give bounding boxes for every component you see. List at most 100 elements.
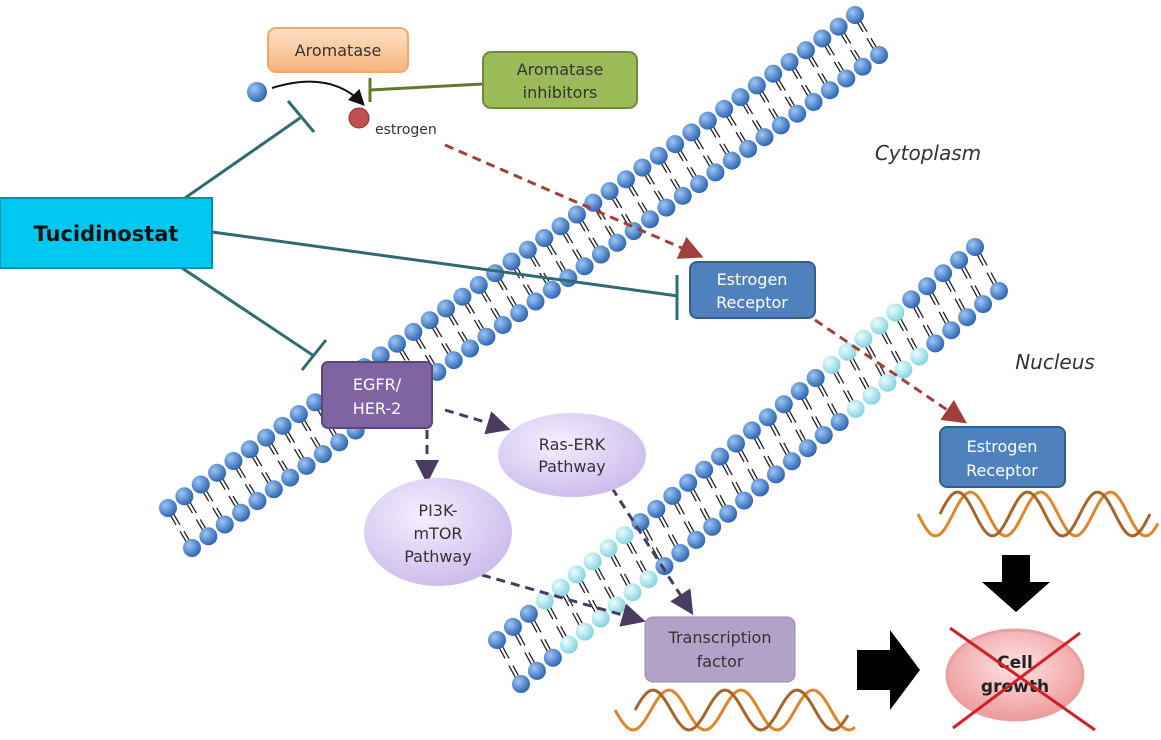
phospholipid-head: [371, 346, 390, 365]
svg-text:Receptor: Receptor: [716, 293, 788, 312]
phospholipid-head: [679, 473, 698, 492]
phospholipid-head: [469, 275, 488, 294]
nuclear-pore-head: [535, 591, 554, 610]
phospholipid-head: [727, 434, 745, 453]
nuclear-membrane: [488, 238, 1008, 693]
phospholipid-head: [837, 69, 856, 88]
phospholipid-head: [273, 416, 292, 435]
phospholipid-head: [297, 456, 316, 475]
nuclear-pore-head: [607, 596, 626, 615]
phospholipid-head: [853, 57, 872, 76]
nuclear-pore-head: [910, 347, 929, 366]
nuclear-pore-head: [567, 565, 586, 584]
phospholipid-head: [830, 413, 849, 431]
dna-strand-upper: [916, 490, 1160, 538]
svg-text:Estrogen: Estrogen: [967, 437, 1038, 456]
nuclear-pore-head: [822, 355, 841, 374]
phospholipid-head: [502, 252, 521, 271]
nuclear-pore-head: [575, 622, 594, 641]
phospholipid-head: [804, 92, 823, 111]
phospholipid-head: [477, 327, 496, 346]
phospholipid-head: [673, 186, 692, 205]
phospholipid-head: [493, 315, 512, 334]
nuclear-pore-head: [862, 386, 881, 405]
phospholipid-head: [584, 193, 603, 212]
dna-strand-lower: [613, 688, 856, 732]
phospholipid-head: [647, 500, 666, 518]
phospholipid-head: [437, 299, 456, 318]
phospholipid-head: [766, 465, 785, 484]
pi3k-mtor-pathway: PI3K- mTOR Pathway: [364, 478, 512, 586]
aromatase-inhibitors-box: Aromatase inhibitors: [482, 51, 638, 109]
svg-text:Tucidinostat: Tucidinostat: [34, 222, 179, 246]
inhibit-aromatase-line: [184, 116, 301, 200]
phospholipid-head: [719, 504, 738, 523]
phospholipid-head: [183, 539, 201, 557]
phospholipid-head: [747, 76, 766, 95]
nuclear-pore-head: [559, 635, 578, 654]
phospholipid-head: [518, 240, 537, 259]
phospholipid-head: [420, 311, 439, 330]
phospholipid-head: [444, 351, 463, 370]
phospholipid-head: [666, 135, 685, 154]
phospholipid-head: [519, 604, 538, 623]
phospholipid-head: [742, 421, 761, 440]
estrogen-molecule: [348, 107, 370, 129]
phospholipid-head: [199, 527, 218, 546]
phospholipid-head: [503, 617, 522, 636]
aromatase-box: Aromatase: [267, 27, 409, 73]
phospholipid-head: [942, 321, 961, 340]
tucidinostat-box: Tucidinostat: [0, 197, 213, 269]
androgen-molecule: [247, 82, 267, 102]
inhibit-egfr-line: [181, 266, 315, 358]
phospholipid-head: [159, 499, 177, 517]
pi3k-to-tf-arrow: [481, 573, 646, 627]
phospholipid-head: [806, 369, 825, 387]
phospholipid-head: [264, 480, 283, 499]
phospholipid-head: [771, 116, 790, 135]
phospholipid-head: [215, 515, 234, 534]
phospholipid-head: [796, 41, 815, 60]
phospholipid-head: [543, 648, 562, 667]
phospholipid-head: [926, 334, 945, 353]
nuclear-pore-head: [846, 399, 865, 418]
phospholipid-head: [813, 29, 832, 48]
phospholipid-head: [617, 170, 635, 189]
phospholipid-head: [306, 393, 325, 412]
tucidinostat-inhibition-lines: [181, 100, 679, 371]
phospholipid-head: [512, 675, 530, 693]
phospholipid-head: [191, 475, 210, 494]
svg-text:Pathway: Pathway: [404, 547, 472, 566]
phospholipid-head: [790, 382, 809, 401]
phospholipid-head: [388, 334, 406, 353]
aromatase-inhibitor-line: [368, 78, 484, 102]
phospholipid-head: [248, 492, 267, 511]
phospholipid-head: [974, 295, 993, 314]
estrogen-receptor-cytoplasm: Estrogen Receptor: [689, 261, 816, 319]
phospholipid-head: [567, 205, 586, 224]
nuclear-pore-head: [623, 583, 642, 602]
phospholipid-head: [739, 139, 758, 158]
phospholipid-head: [289, 405, 308, 424]
inhibit-er-line: [211, 230, 679, 298]
phospholipid-head: [510, 304, 529, 323]
phospholipid-head: [722, 151, 741, 170]
phospholipid-head: [687, 530, 706, 549]
phospholipid-head: [846, 6, 864, 24]
ras-to-tf-arrow: [610, 487, 694, 616]
phospholipid-head: [902, 290, 921, 309]
right-arrow-icon: [857, 630, 920, 710]
phospholipid-head: [542, 280, 561, 299]
phospholipid-head: [706, 163, 725, 182]
phospholipid-head: [641, 210, 659, 229]
nuclear-pore-head: [870, 316, 889, 335]
phospholipid-head: [788, 104, 807, 123]
phospholipid-head: [224, 452, 243, 471]
phospholipid-head: [703, 517, 722, 536]
phospholipid-head: [461, 339, 480, 358]
svg-text:Cell: Cell: [997, 653, 1033, 673]
svg-text:Pathway: Pathway: [538, 457, 606, 476]
cytoplasm-label: Cytoplasm: [875, 141, 981, 165]
cell-membrane: [159, 6, 888, 557]
phospholipid-head: [526, 292, 545, 311]
